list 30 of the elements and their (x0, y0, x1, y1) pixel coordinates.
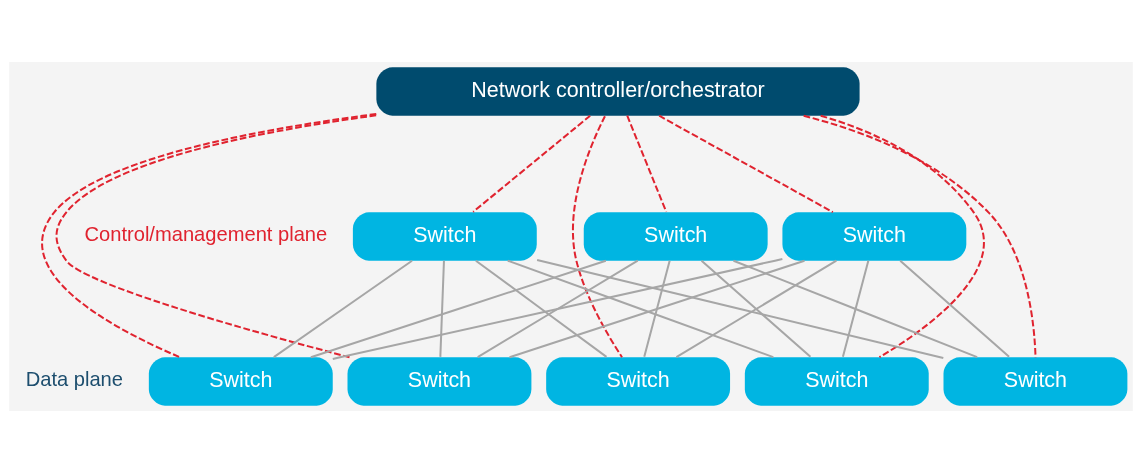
node-box: Switch (347, 357, 532, 406)
connector (803, 114, 1037, 358)
connector (626, 115, 668, 213)
node-box: Network controller/orchestrator (376, 67, 860, 116)
connector (899, 259, 1010, 358)
connector (475, 259, 608, 358)
connector (820, 114, 985, 359)
connector (700, 259, 812, 358)
connector (572, 115, 623, 358)
label: Control/management plane (84, 223, 328, 246)
connector (658, 114, 834, 213)
connector (536, 259, 944, 359)
node-box: Switch (943, 357, 1128, 406)
node-box: Switch (583, 212, 768, 261)
node-box: Switch (782, 212, 967, 261)
node-box: Switch (744, 357, 929, 406)
connector (643, 260, 671, 358)
node-box: Switch (546, 357, 731, 406)
connector (472, 114, 591, 213)
connector (332, 258, 783, 360)
connector (310, 259, 607, 359)
connector (841, 260, 870, 358)
connector (439, 260, 445, 357)
node-box: Switch (148, 357, 333, 406)
connector (675, 259, 837, 358)
node-box: Switch (352, 212, 537, 261)
connector (733, 259, 978, 359)
connector (273, 259, 413, 358)
label: Data plane (25, 368, 124, 391)
connector (477, 259, 639, 358)
